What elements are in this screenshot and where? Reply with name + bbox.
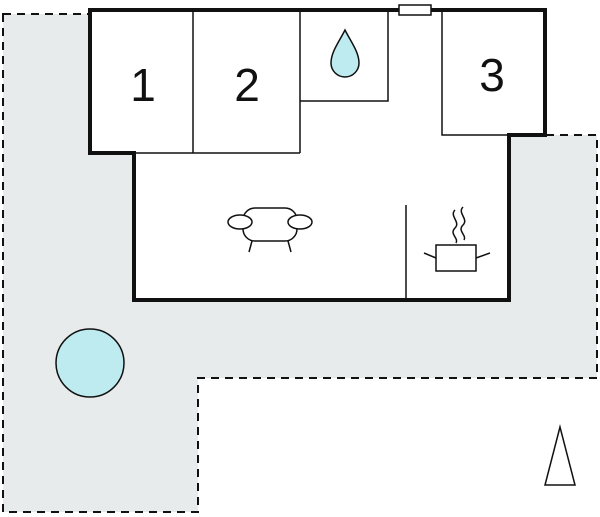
cooking-pot-icon bbox=[423, 206, 491, 272]
room-2-label: 2 bbox=[234, 59, 260, 111]
water-drop-icon bbox=[330, 28, 360, 78]
room-1-label: 1 bbox=[130, 59, 156, 111]
house-interior bbox=[90, 10, 545, 300]
room3-wall bbox=[441, 10, 509, 136]
window bbox=[398, 4, 432, 16]
bathroom-wall bbox=[300, 10, 389, 102]
room-3-label: 3 bbox=[479, 49, 505, 101]
north-arrow-icon bbox=[544, 424, 576, 486]
pool-icon bbox=[55, 328, 125, 398]
sofa-icon bbox=[227, 207, 313, 253]
